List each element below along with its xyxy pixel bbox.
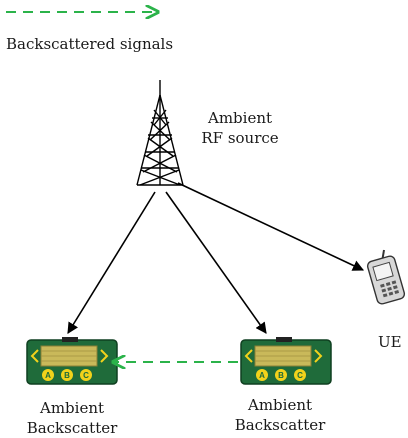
rf-arrow-to-left-tag xyxy=(67,191,156,334)
tag-left-key-c: C xyxy=(83,371,89,380)
tag-left-key-a: A xyxy=(45,371,51,380)
tag-left-label-line1: Ambient xyxy=(39,399,105,417)
phone-icon xyxy=(366,249,406,305)
tag-left-label-line2: Backscatter xyxy=(26,419,118,437)
tag-right-label-line1: Ambient xyxy=(247,396,313,414)
tag-right-key-a: A xyxy=(259,371,265,380)
rf-source-label-line1: Ambient xyxy=(207,109,273,127)
backscatter-tag-left-icon xyxy=(26,337,118,385)
tag-left-label: Ambient Backscatter xyxy=(22,398,122,438)
rf-source-label: Ambient RF source xyxy=(196,108,284,148)
rf-arrow-to-ue xyxy=(177,182,365,271)
backscatter-tag-right-icon xyxy=(240,337,332,385)
ue-label: UE xyxy=(378,333,402,351)
rf-arrow-to-right-tag xyxy=(165,191,267,334)
tag-right-label-line2: Backscatter xyxy=(234,416,326,434)
rf-source-label-line2: RF source xyxy=(201,129,279,147)
tag-right-key-c: C xyxy=(297,371,303,380)
tag-left-key-b: B xyxy=(64,371,70,380)
rf-tower-icon xyxy=(136,80,184,186)
legend-label: Backscattered signals xyxy=(6,35,174,53)
tag-right-key-b: B xyxy=(278,371,284,380)
tag-right-label: Ambient Backscatter xyxy=(230,395,330,435)
